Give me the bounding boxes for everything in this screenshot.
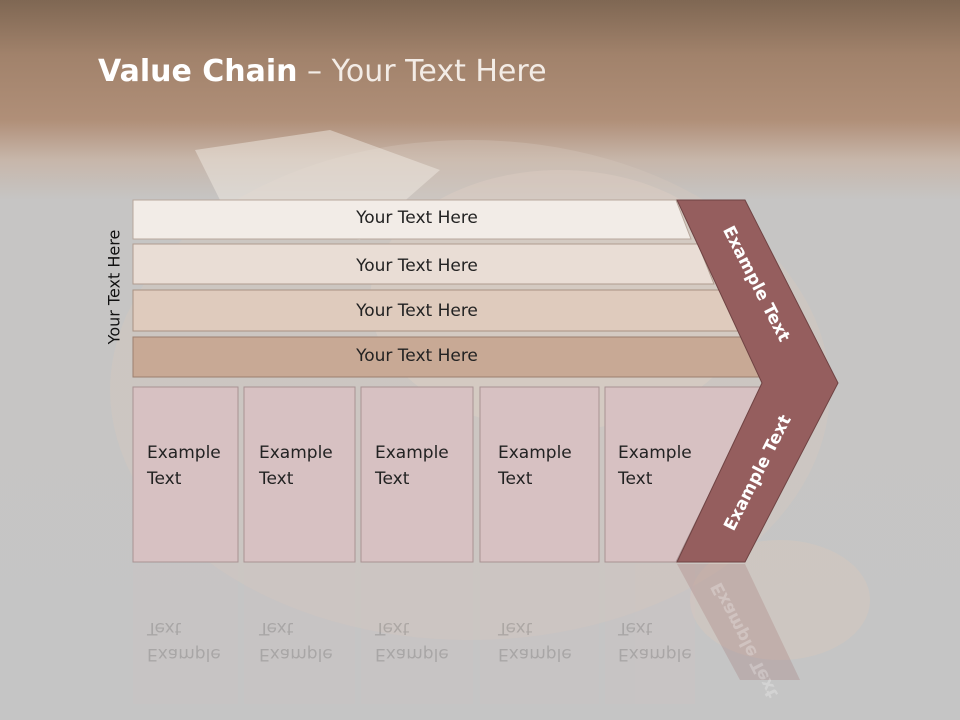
column-2-line1: Example <box>259 443 333 463</box>
column-1-reflection: Example Text <box>147 615 221 667</box>
column-2-reflection-line2: Text <box>259 618 294 638</box>
column-2-reflection: Example Text <box>259 615 333 667</box>
column-4-line1: Example <box>498 443 572 463</box>
column-2 <box>243 386 356 563</box>
bar-2-label: Your Text Here <box>356 256 478 276</box>
bar-1 <box>132 199 692 240</box>
column-4-line2: Text <box>498 469 533 489</box>
title-bold: Value Chain <box>98 54 298 89</box>
column-1-line2: Text <box>147 469 182 489</box>
chevron-reflection <box>677 564 800 680</box>
columns-reflection <box>133 564 695 704</box>
column-3-reflection-line2: Text <box>375 618 410 638</box>
bar-2 <box>132 243 715 285</box>
column-5-line1: Example <box>618 443 692 463</box>
column-4 <box>479 386 600 563</box>
column-5-text: Example Text <box>618 440 692 492</box>
column-3-reflection-line1: Example <box>375 644 449 664</box>
chevron-arrow <box>676 199 839 563</box>
column-3-line2: Text <box>375 469 410 489</box>
bar-4-label: Your Text Here <box>356 346 478 366</box>
column-5 <box>604 386 763 563</box>
column-1-line1: Example <box>147 443 221 463</box>
column-5-reflection-line2: Text <box>618 618 653 638</box>
column-4-reflection-line1: Example <box>498 644 572 664</box>
column-1-text: Example Text <box>147 440 221 492</box>
column-2-line2: Text <box>259 469 294 489</box>
column-5-reflection-line1: Example <box>618 644 692 664</box>
column-4-reflection-line2: Text <box>498 618 533 638</box>
column-3 <box>360 386 474 563</box>
column-1 <box>132 386 239 563</box>
column-4-reflection: Example Text <box>498 615 572 667</box>
bar-1-label: Your Text Here <box>356 208 478 228</box>
column-4-text: Example Text <box>498 440 572 492</box>
column-5-reflection: Example Text <box>618 615 692 667</box>
slide-title: Value Chain – Your Text Here <box>98 54 547 89</box>
title-rest: – Your Text Here <box>297 54 547 89</box>
column-3-reflection: Example Text <box>375 615 449 667</box>
column-1-reflection-line2: Text <box>147 618 182 638</box>
column-5-line2: Text <box>618 469 653 489</box>
column-3-text: Example Text <box>375 440 449 492</box>
side-label: Your Text Here <box>104 229 124 345</box>
bar-3-label: Your Text Here <box>356 301 478 321</box>
column-2-reflection-line1: Example <box>259 644 333 664</box>
column-1-reflection-line1: Example <box>147 644 221 664</box>
column-2-text: Example Text <box>259 440 333 492</box>
column-3-line1: Example <box>375 443 449 463</box>
